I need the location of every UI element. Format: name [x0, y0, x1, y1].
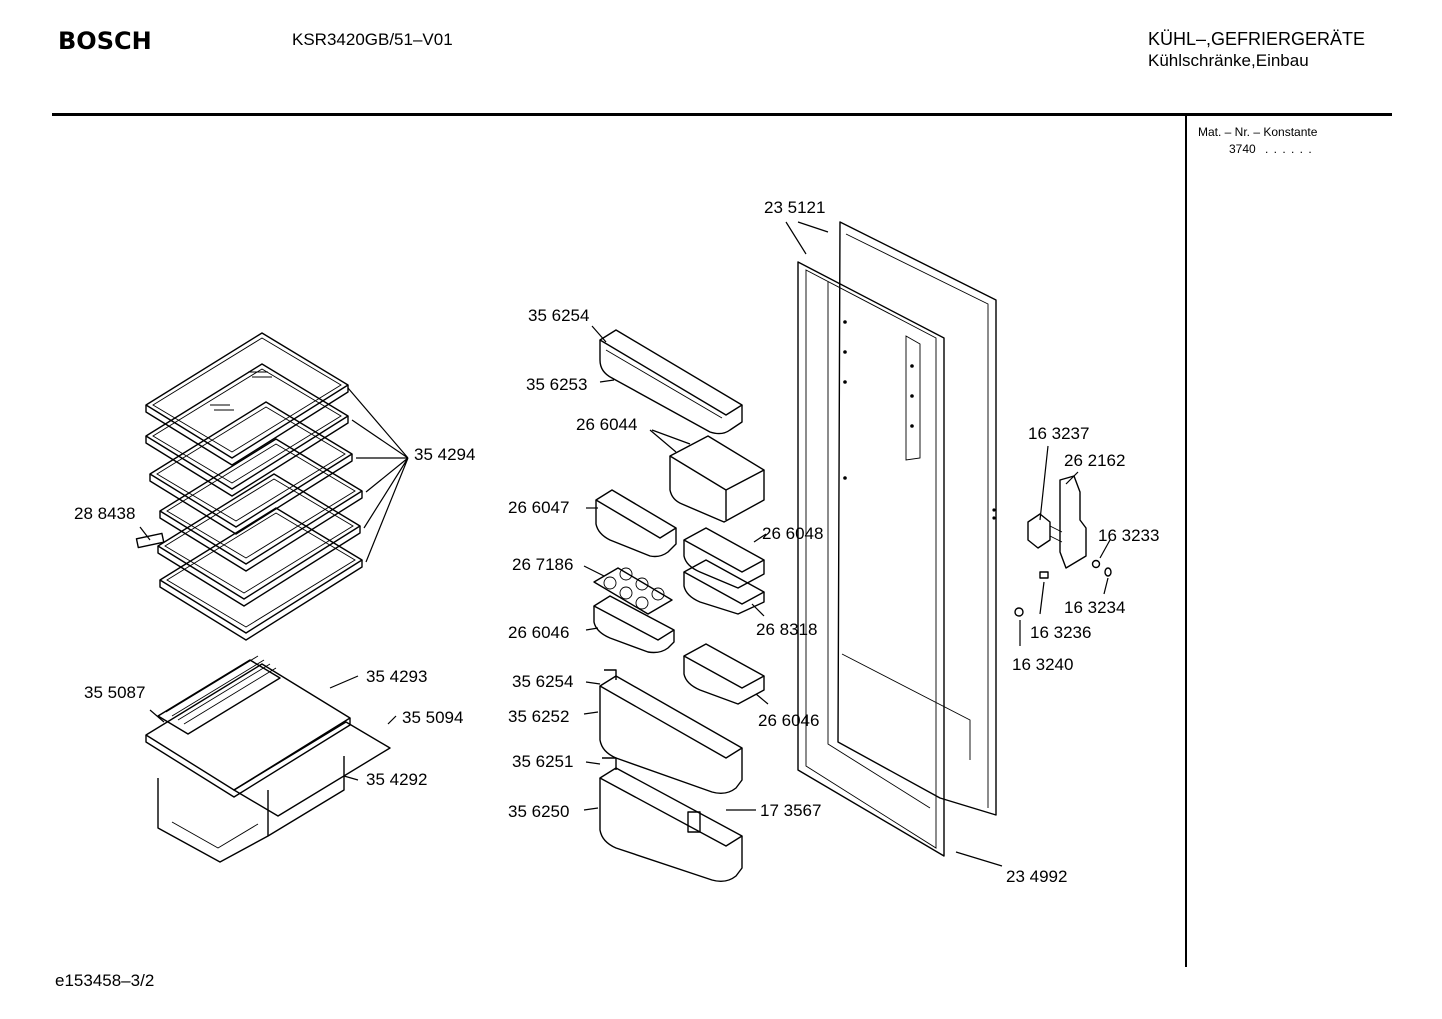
box-mid-lower: [683, 559, 765, 615]
rack-top: [599, 329, 743, 435]
egg-tray: [593, 567, 673, 615]
hinge: [1027, 513, 1051, 549]
label-bottle-stop: 17 3567: [760, 801, 821, 820]
door: [797, 221, 997, 857]
rack-bottom: [599, 757, 743, 883]
leader-lines: [139, 221, 1111, 867]
hinge-parts: [1014, 475, 1112, 617]
hinge-cap: [1014, 607, 1024, 617]
glass-shelves: [135, 332, 363, 641]
label-shelf-glass: 35 4294: [414, 445, 475, 464]
category-subtitle: Kühlschränke,Einbau: [1148, 51, 1309, 70]
bottle-stop: [687, 811, 701, 833]
label-hinge-a: 16 3237: [1028, 424, 1089, 443]
category-title: KÜHL–,GEFRIERGERÄTE: [1148, 29, 1366, 49]
label-hinge-screw: 16 3233: [1098, 526, 1159, 545]
door-racks: [593, 329, 765, 883]
label-hinge-washer: 16 3234: [1064, 598, 1125, 617]
label-crisper-lid: 35 4293: [366, 667, 427, 686]
document-id: e153458–3/2: [55, 971, 155, 990]
glass-shelf: [145, 363, 349, 497]
mat-nr-dots: . . . . . .: [1265, 142, 1313, 156]
label-box-mid-upper: 26 6048: [762, 524, 823, 543]
glass-shelf: [159, 507, 363, 641]
crisper-cover: [233, 721, 391, 817]
glass-shelf: [157, 473, 361, 607]
box-left-lower: [593, 595, 675, 654]
label-box-mid-bottom: 26 6046: [758, 711, 819, 730]
label-crisper-grid: 35 5087: [84, 683, 145, 702]
crisper-drawer: [157, 778, 269, 863]
label-crisper-drawer: 35 4292: [366, 770, 427, 789]
label-rack-low-front: 35 6251: [512, 752, 573, 771]
label-box-left: 26 6047: [508, 498, 569, 517]
label-hinge-pin: 16 3236: [1030, 623, 1091, 642]
crisper-grid: [157, 659, 281, 735]
label-shelf-strip: 28 8438: [74, 504, 135, 523]
label-rack-bottom: 35 6250: [508, 802, 569, 821]
model-number: KSR3420GB/51–V01: [292, 30, 453, 49]
door-outer: [837, 221, 997, 816]
glass-shelf: [145, 332, 349, 466]
label-box-left-lower: 26 6046: [508, 623, 569, 642]
label-rack-top-front: 35 6254: [528, 306, 589, 325]
door-gasket: [797, 261, 945, 857]
label-rack-mid-front: 35 6254: [512, 672, 573, 691]
header-divider: [52, 113, 1392, 116]
box-left: [595, 489, 677, 558]
label-door-gasket: 23 4992: [1006, 867, 1067, 886]
label-egg-tray: 26 7186: [512, 555, 573, 574]
box-mid-bottom: [683, 643, 765, 705]
part-labels: 23 5121 23 4992 35 4294 28 8438 35 4293 …: [74, 198, 1159, 886]
sidebar-divider: [1185, 116, 1187, 967]
label-hinge-bracket: 26 2162: [1064, 451, 1125, 470]
hinge-bracket: [1059, 475, 1087, 569]
shelf-strip: [135, 532, 165, 549]
mat-nr-label: Mat. – Nr. – Konstante: [1198, 125, 1318, 139]
hinge-washer: [1104, 567, 1112, 577]
box-upper-right: [669, 435, 765, 523]
label-door-outer: 23 5121: [764, 198, 825, 217]
label-rack-top: 35 6253: [526, 375, 587, 394]
box-mid-upper: [683, 527, 765, 589]
label-rack-mid: 35 6252: [508, 707, 569, 726]
glass-shelf: [149, 401, 353, 535]
rack-mid: [599, 669, 743, 795]
label-box-mid-lower: 26 8318: [756, 620, 817, 639]
hinge-screw: [1091, 559, 1101, 569]
hinge-pin: [1039, 571, 1049, 579]
brand-logo: BOSCH: [58, 27, 152, 55]
crisper-assembly: [145, 655, 391, 863]
mat-nr-value: 3740: [1229, 142, 1256, 156]
label-crisper-cover: 35 5094: [402, 708, 463, 727]
label-box-lid-top: 26 6044: [576, 415, 637, 434]
label-hinge-cap: 16 3240: [1012, 655, 1073, 674]
